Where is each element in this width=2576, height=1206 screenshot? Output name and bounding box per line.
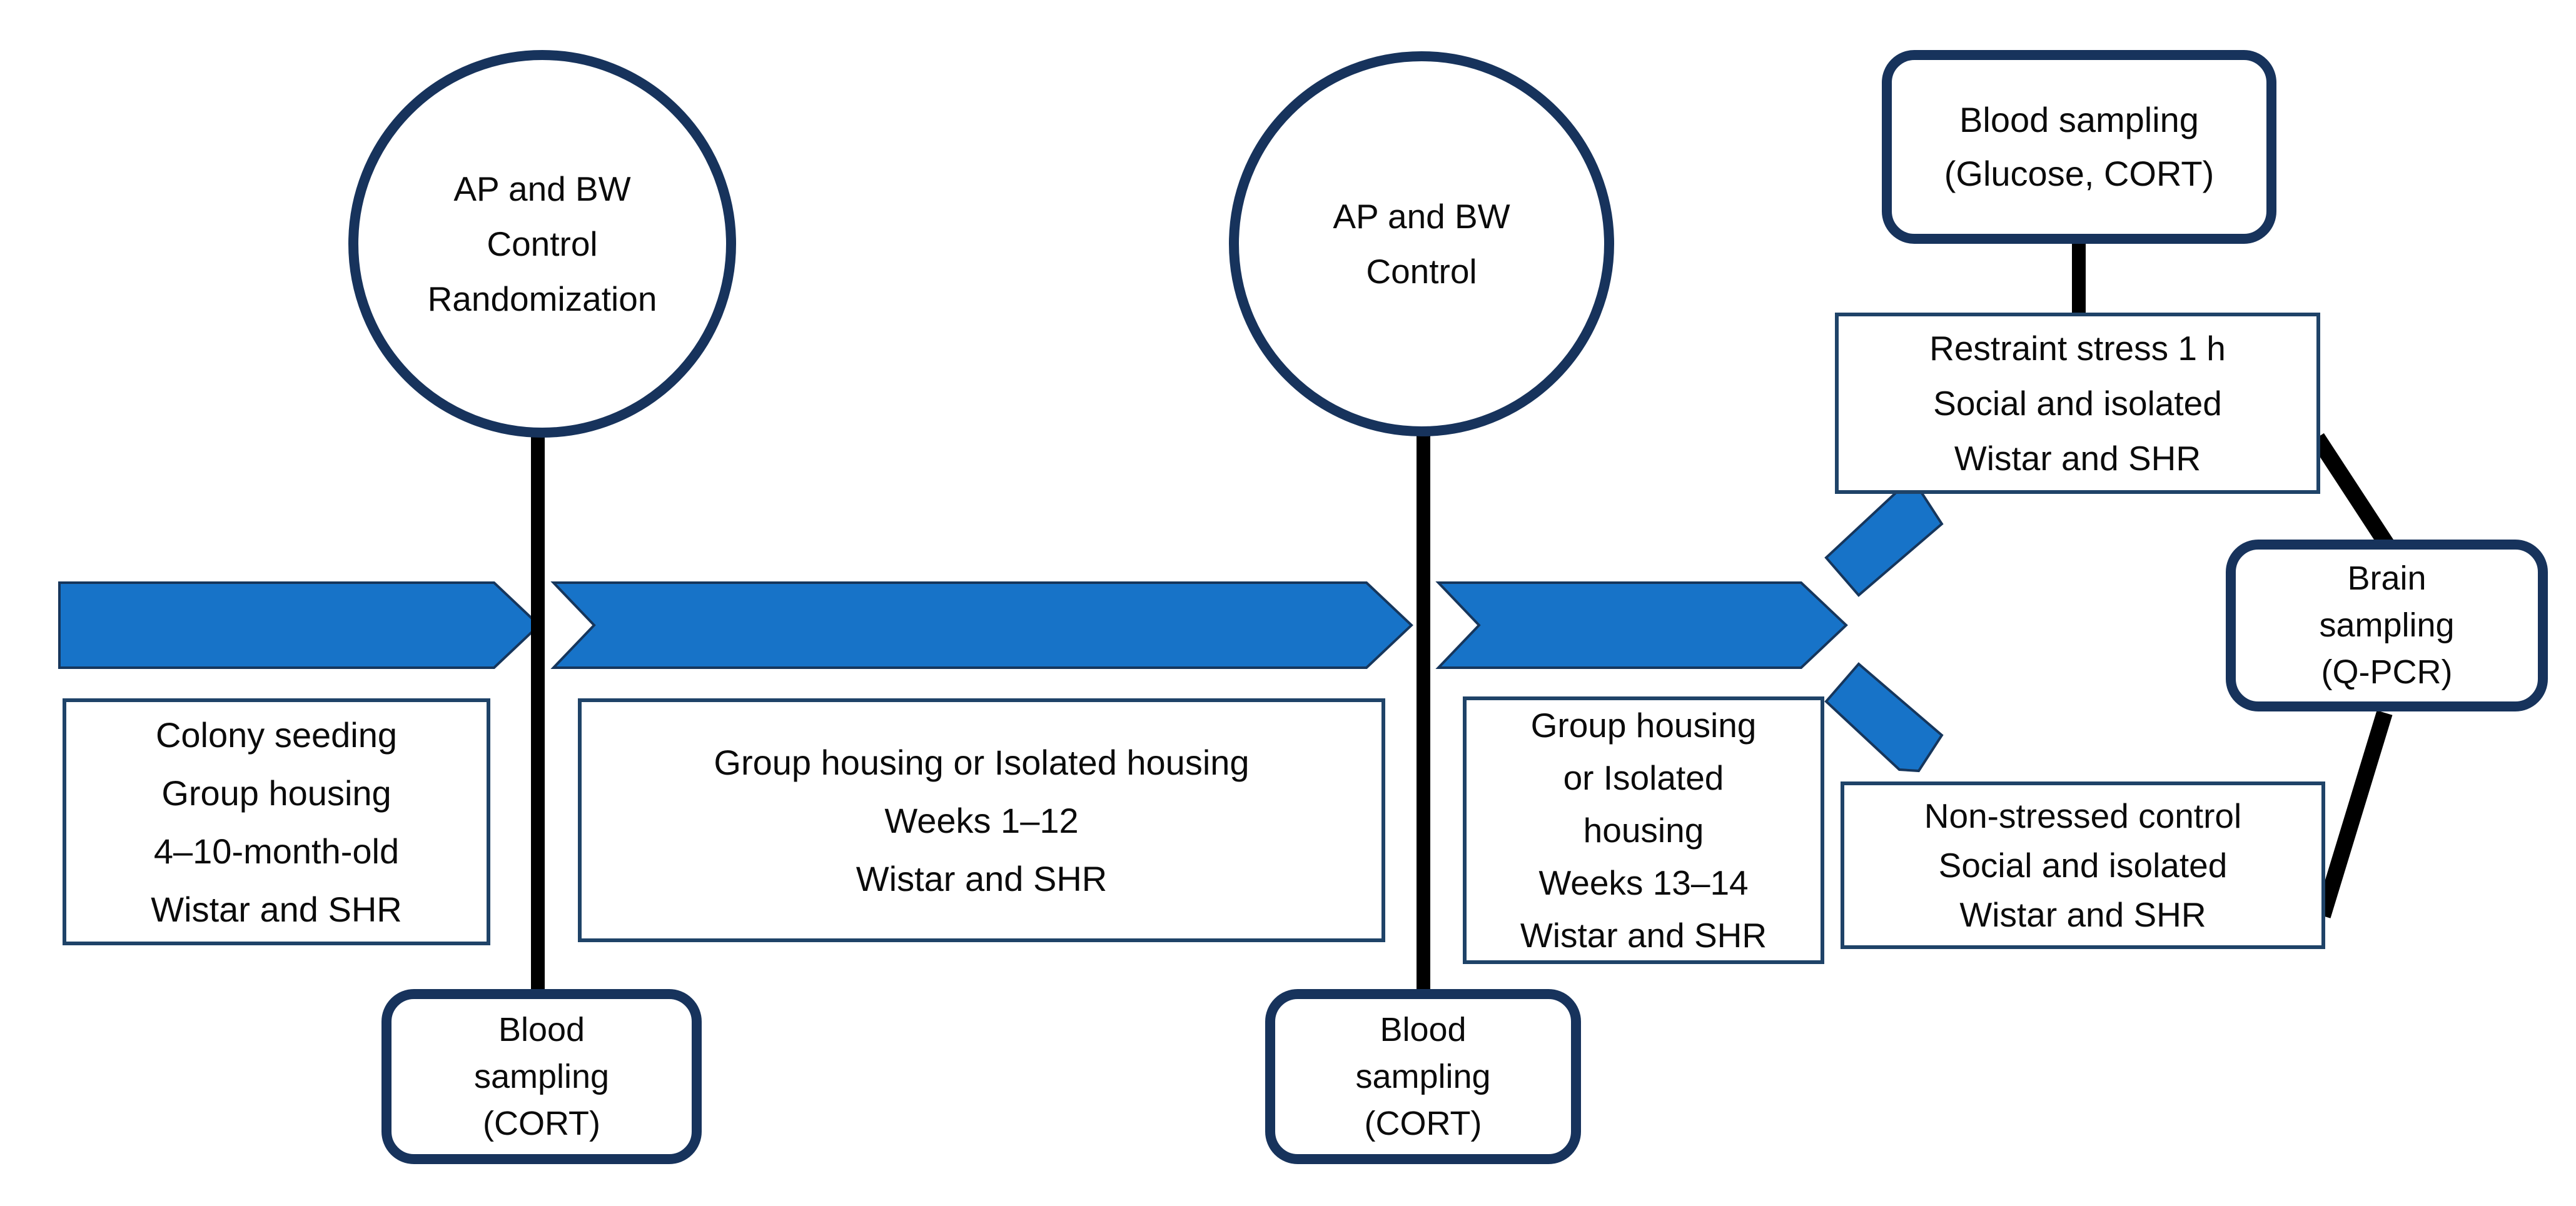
timeline-arrow-segment-2 <box>550 581 1413 669</box>
box-restraint-stress: Restraint stress 1 h Social and isolated… <box>1835 313 2320 494</box>
box-line: Blood <box>1380 1010 1467 1048</box>
branch-arrow-up <box>1824 486 1944 597</box>
box-non-stressed-control: Non-stressed control Social and isolated… <box>1841 781 2325 949</box>
circle-ap-bw-randomization: AP and BW Control Randomization <box>348 50 736 438</box>
box-brain-sampling-qpcr: Brain sampling (Q-PCR) <box>2226 540 2548 711</box>
circle-line: Control <box>1366 252 1477 291</box>
circle-line: Control <box>487 224 598 263</box>
box-line: Weeks 1–12 <box>884 800 1079 840</box>
box-line: Social and isolated <box>1933 384 2222 423</box>
box-line: Restraint stress 1 h <box>1929 329 2226 368</box>
box-blood-sampling-cort-1: Blood sampling (CORT) <box>381 989 702 1164</box>
box-housing-weeks-1-12: Group housing or Isolated housing Weeks … <box>578 698 1385 942</box>
box-line: Blood sampling <box>1959 100 2199 139</box>
box-line: Group housing <box>1530 706 1757 745</box>
box-line: Non-stressed control <box>1924 796 2242 835</box>
box-line: housing <box>1583 811 1704 850</box>
box-housing-weeks-13-14: Group housing or Isolated housing Weeks … <box>1463 696 1824 964</box>
box-line: Wistar and SHR <box>151 889 402 929</box>
box-line: Weeks 13–14 <box>1538 863 1749 902</box>
box-line: Brain <box>2347 560 2427 597</box>
box-blood-sampling-cort-2: Blood sampling (CORT) <box>1265 989 1581 1164</box>
box-line: Group housing <box>161 773 391 813</box>
box-line: (Q-PCR) <box>2321 653 2453 691</box>
box-line: Group housing or Isolated housing <box>714 742 1250 782</box>
box-line: sampling <box>2319 606 2455 644</box>
box-line: sampling <box>473 1057 610 1095</box>
circle-line: Randomization <box>427 279 657 318</box>
circle-line: AP and BW <box>453 169 631 208</box>
connector-brain-nonstressed <box>2315 710 2393 918</box>
timeline-arrow-segment-1 <box>58 581 541 669</box>
box-line: Wistar and SHR <box>1520 916 1767 955</box>
box-line: Wistar and SHR <box>1959 895 2206 934</box>
branch-arrow-down <box>1824 662 1944 773</box>
box-blood-sampling-glucose-cort: Blood sampling (Glucose, CORT) <box>1882 50 2276 244</box>
box-colony-seeding: Colony seeding Group housing 4–10-month-… <box>63 698 490 945</box>
box-line: or Isolated <box>1563 758 1724 797</box>
box-line: Wistar and SHR <box>856 858 1108 898</box>
box-line: Wistar and SHR <box>1954 439 2201 478</box>
timeline-arrow-segment-3 <box>1435 581 1848 669</box>
circle-line: AP and BW <box>1333 197 1510 236</box>
box-line: Social and isolated <box>1938 845 2228 885</box>
box-line: (Glucose, CORT) <box>1944 154 2215 193</box>
box-line: 4–10-month-old <box>153 831 400 871</box>
connector-restraint-brain <box>2310 433 2395 551</box>
box-line: sampling <box>1355 1057 1491 1095</box>
circle-ap-bw-control: AP and BW Control <box>1229 51 1614 436</box>
box-line: Colony seeding <box>155 715 398 755</box>
box-line: (CORT) <box>483 1104 600 1142</box>
box-line: (CORT) <box>1364 1104 1482 1142</box>
box-line: Blood <box>498 1010 585 1048</box>
